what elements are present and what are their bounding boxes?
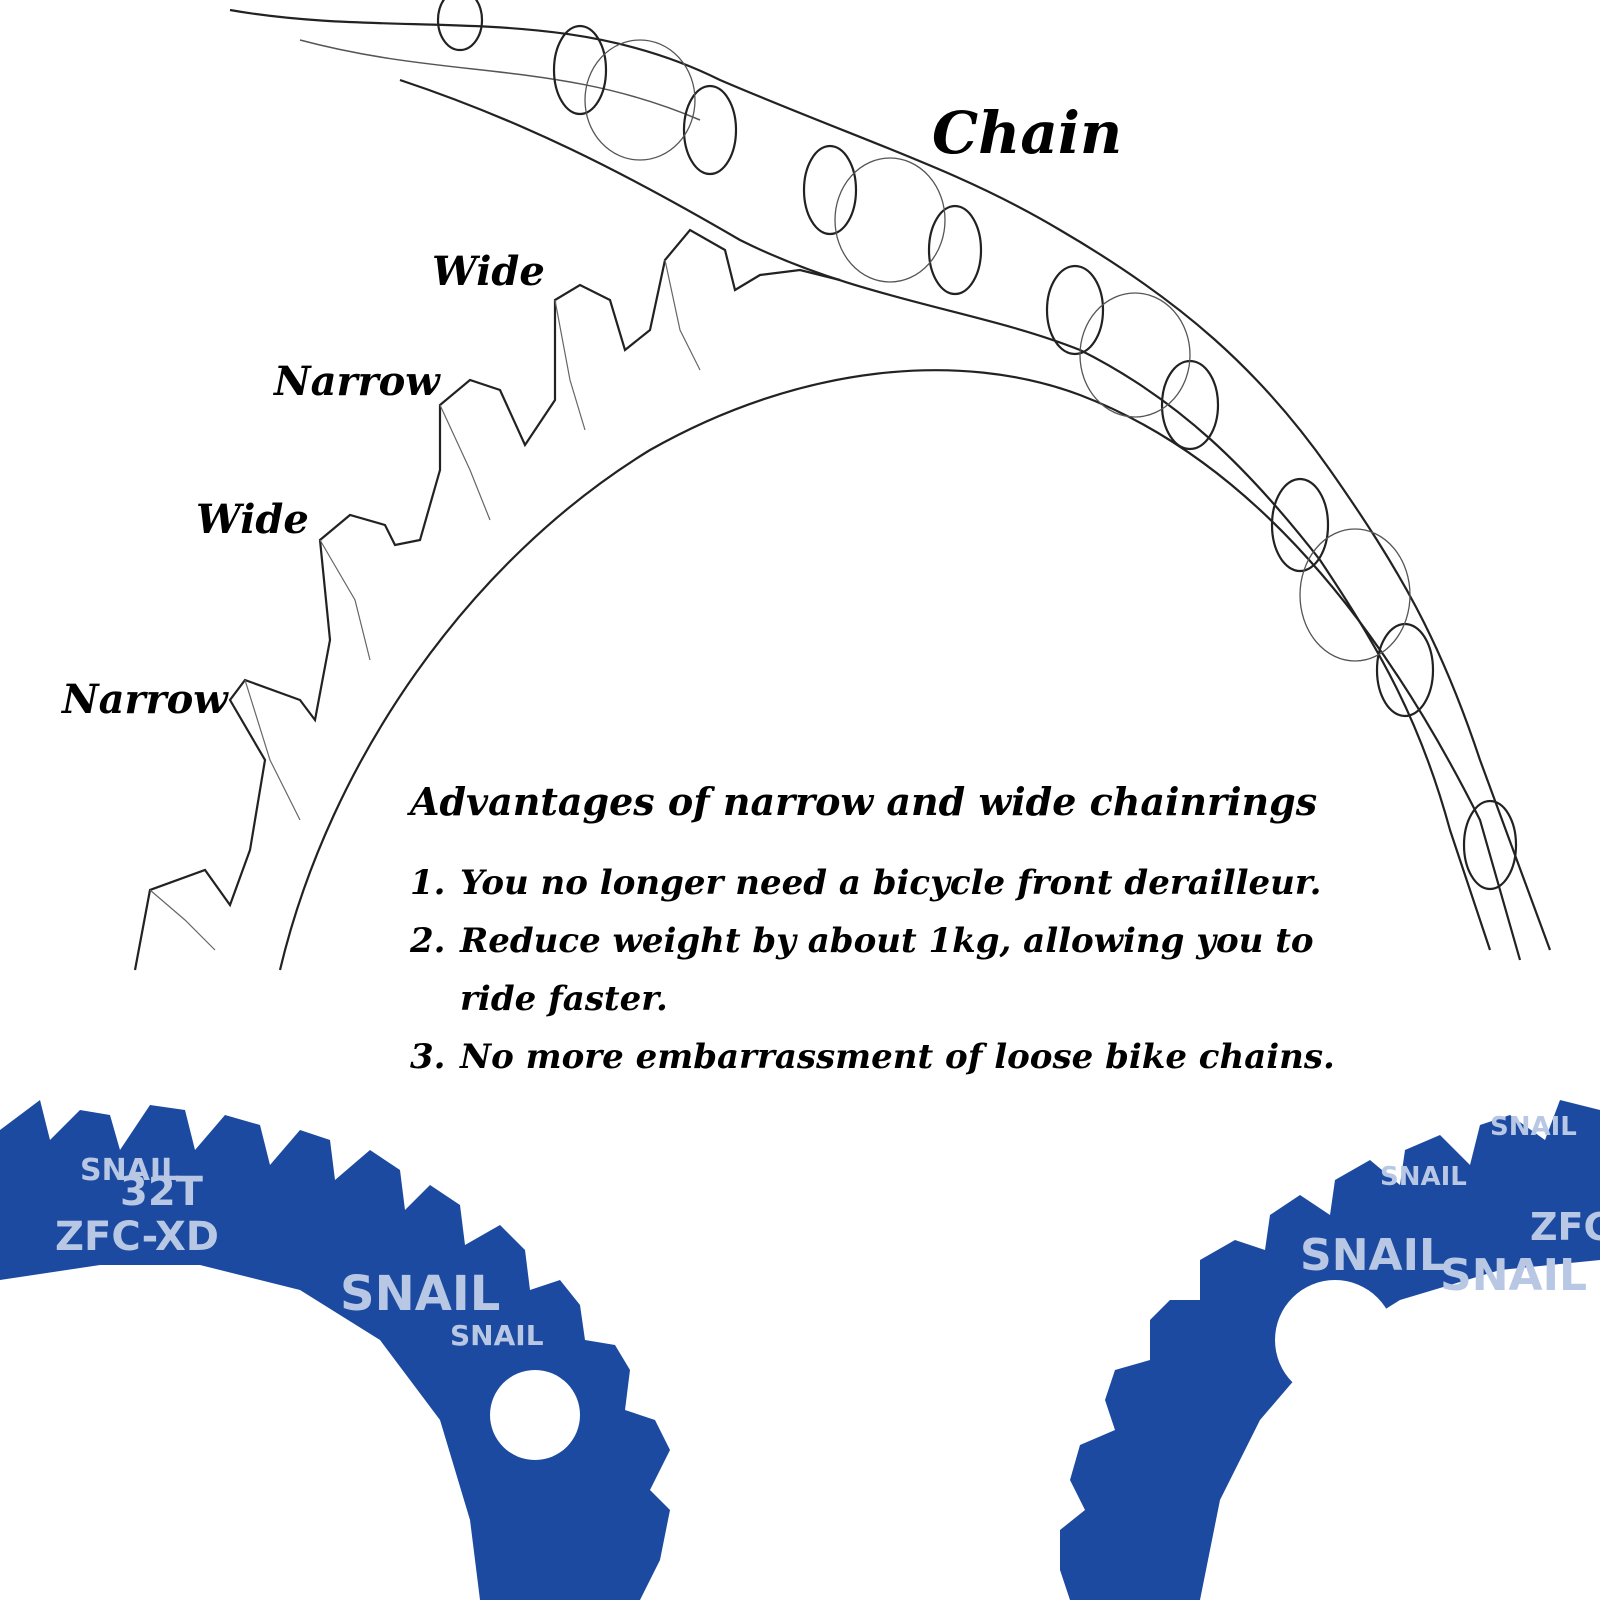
- chain-roller: [682, 84, 738, 176]
- list-item-number: 2.: [410, 921, 446, 961]
- tooth-shading: [149, 259, 701, 951]
- advantages-section: Advantages of narrow and wide chainrings…: [410, 780, 1350, 1086]
- engraved-brand: SNAIL: [340, 1266, 500, 1322]
- advantages-title: Advantages of narrow and wide chainrings: [410, 779, 1318, 824]
- chain-roller: [1375, 622, 1435, 718]
- chain-outer-edge: [229, 8, 1552, 951]
- lineart-chainring: [133, 228, 1522, 971]
- blue-chainring-right: SNAIL SNAIL SNAIL SNAIL ZFC-XD: [1060, 1100, 1600, 1600]
- chain-roller: [927, 204, 983, 296]
- narrow-tooth-label: Narrow: [62, 676, 228, 723]
- advantages-list: 1. You no longer need a bicycle front de…: [410, 854, 1350, 1086]
- chain-link-plate: [834, 157, 946, 283]
- engraved-brand: SNAIL: [1300, 1230, 1447, 1281]
- chain-label: Chain: [932, 99, 1123, 167]
- engraved-brand: SNAIL: [1490, 1112, 1577, 1142]
- wide-tooth-label: Wide: [432, 248, 545, 295]
- chain-roller: [802, 144, 858, 236]
- bolt-hole: [490, 1370, 580, 1460]
- chain-roller: [552, 24, 608, 116]
- chain-roller: [1462, 799, 1518, 891]
- list-item: 2. Reduce weight by about 1kg, allowing …: [410, 912, 1350, 1028]
- bolt-hole: [1275, 1280, 1395, 1400]
- list-item-number: 1.: [410, 863, 446, 903]
- engraved-brand: SNAIL: [80, 1153, 180, 1188]
- narrow-tooth-label: Narrow: [274, 358, 440, 405]
- chain-link-plate: [1079, 292, 1191, 418]
- chainring-left-body: [0, 1100, 670, 1600]
- list-item-text: No more embarrassment of loose bike chai…: [460, 1037, 1335, 1077]
- chain-link-plate: [584, 39, 696, 161]
- engraved-brand: SNAIL: [450, 1319, 544, 1352]
- list-item: 3. No more embarrassment of loose bike c…: [410, 1028, 1350, 1086]
- list-item: 1. You no longer need a bicycle front de…: [410, 854, 1350, 912]
- list-item-number: 3.: [410, 1037, 446, 1077]
- engraved-brand: SNAIL: [1380, 1162, 1467, 1192]
- engraved-tooth-count: 32T: [120, 1169, 204, 1215]
- chainring-right-body: [1060, 1100, 1600, 1600]
- wide-tooth-label: Wide: [196, 496, 309, 543]
- engraved-brand: SNAIL: [1440, 1250, 1587, 1301]
- chain-roller: [1045, 264, 1105, 356]
- chain-roller: [436, 0, 484, 52]
- engraved-model: ZFC-XD: [1530, 1205, 1600, 1249]
- chainring-inner-edge: [278, 369, 1522, 971]
- blue-chainring-left: 32T ZFC-XD SNAIL SNAIL SNAIL: [0, 1100, 670, 1600]
- list-item-text: You no longer need a bicycle front derai…: [460, 863, 1322, 903]
- chain-link-plate: [1299, 528, 1411, 662]
- lineart-chain: [229, 0, 1552, 951]
- list-item-text: Reduce weight by about 1kg, allowing you…: [460, 921, 1314, 1019]
- engraved-model: ZFC-XD: [55, 1214, 219, 1260]
- chain-roller: [1270, 477, 1330, 573]
- chainring-outer-edge: [133, 228, 841, 971]
- chain-back-edge: [299, 39, 701, 121]
